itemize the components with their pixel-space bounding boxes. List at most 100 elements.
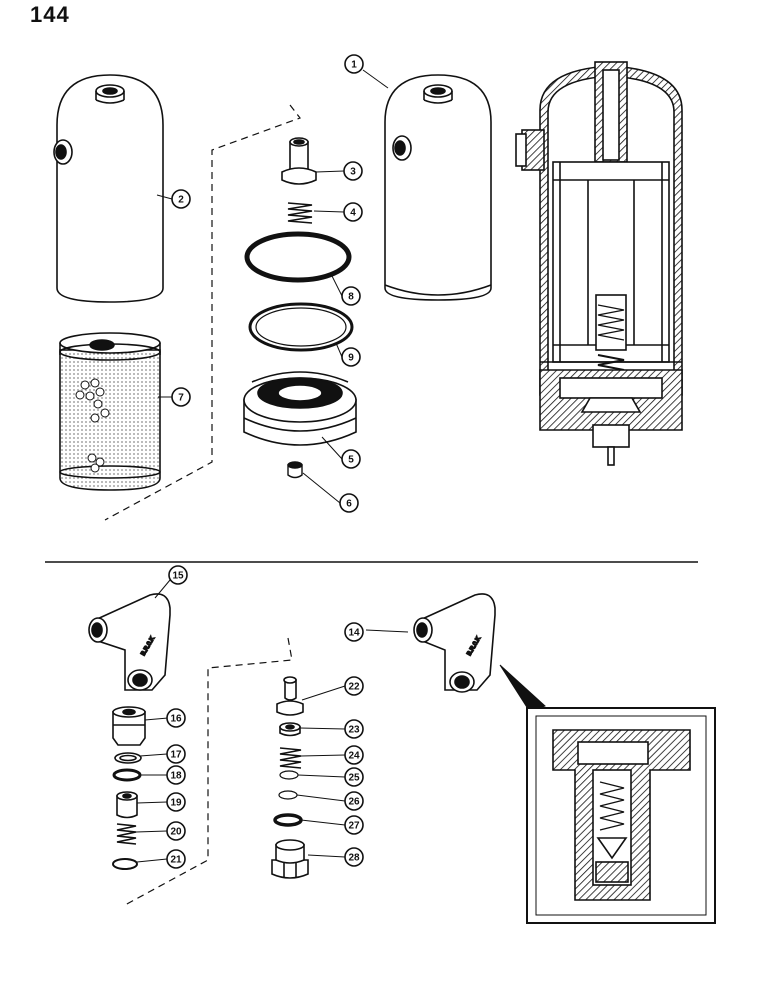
callout-circle — [166, 792, 186, 812]
callout-number: 5 — [348, 455, 354, 466]
bottom-leader-lines — [135, 579, 409, 863]
callout-17: 17 — [166, 744, 186, 764]
drain-plug — [287, 461, 303, 479]
callout-number: 9 — [348, 353, 354, 364]
callout-18: 18 — [166, 765, 186, 785]
disc-26 — [278, 790, 298, 800]
callout-number: 4 — [350, 208, 356, 219]
callout-circle — [344, 719, 364, 739]
tee-fitting-left: B.R.0.K — [88, 593, 171, 691]
callout-9: 9 — [341, 347, 361, 367]
callout-number: 19 — [170, 798, 182, 809]
callout-circle — [166, 765, 186, 785]
callout-circle — [344, 767, 364, 787]
callout-number: 18 — [170, 771, 182, 782]
callout-number: 17 — [170, 750, 182, 761]
callout-21: 21 — [166, 849, 186, 869]
callout-number: 20 — [170, 827, 182, 838]
callout-circle — [171, 387, 191, 407]
filter-housing-left — [53, 74, 164, 303]
callout-number: 22 — [348, 682, 360, 693]
dashed-leader-top — [104, 104, 301, 521]
relief-valve — [281, 137, 317, 185]
tee-fitting-right: B.R.0.K — [413, 593, 496, 693]
callout-number: 21 — [170, 855, 182, 866]
callout-circle — [344, 676, 364, 696]
callout-28: 28 — [344, 847, 364, 867]
plunger — [276, 676, 304, 716]
callout-circle — [166, 708, 186, 728]
seal-ring — [248, 302, 354, 352]
valve-body — [112, 706, 146, 746]
disc-25 — [279, 770, 299, 780]
spring-24 — [279, 747, 302, 769]
callout-20: 20 — [166, 821, 186, 841]
callout-number: 23 — [348, 725, 360, 736]
large-o-ring — [244, 231, 352, 283]
callout-circle — [344, 847, 364, 867]
callout-16: 16 — [166, 708, 186, 728]
callout-circle — [166, 849, 186, 869]
o-ring-18 — [112, 768, 142, 782]
callout-number: 16 — [170, 714, 182, 725]
callout-2: 2 — [171, 189, 191, 209]
callout-23: 23 — [344, 719, 364, 739]
callout-26: 26 — [344, 791, 364, 811]
filter-cross-section — [515, 61, 683, 466]
callout-circle — [166, 744, 186, 764]
callout-circle — [344, 745, 364, 765]
callout-number: 14 — [348, 628, 360, 639]
callout-6: 6 — [339, 493, 359, 513]
callout-3: 3 — [343, 161, 363, 181]
valve-spring — [287, 202, 313, 224]
callout-circle — [344, 815, 364, 835]
callout-8: 8 — [341, 286, 361, 306]
callout-7: 7 — [171, 387, 191, 407]
filter-housing-center — [384, 74, 492, 301]
callout-24: 24 — [344, 745, 364, 765]
callout-circle — [341, 347, 361, 367]
callout-number: 28 — [348, 853, 360, 864]
detail-pointer — [499, 664, 546, 713]
page-number: 144 — [30, 2, 70, 27]
callout-number: 3 — [350, 167, 356, 178]
callout-15: 15 — [168, 565, 188, 585]
filter-base — [243, 371, 357, 446]
dashed-leader-bottom — [124, 637, 293, 906]
callout-number: 27 — [348, 821, 360, 832]
valve-poppet — [116, 791, 138, 819]
callout-1: 1 — [344, 54, 364, 74]
callout-27: 27 — [344, 815, 364, 835]
callout-circle — [341, 449, 361, 469]
callout-5: 5 — [341, 449, 361, 469]
spring-20 — [116, 823, 137, 845]
callout-number: 8 — [348, 292, 354, 303]
callout-circle — [344, 791, 364, 811]
callout-circle — [168, 565, 188, 585]
retainer — [279, 722, 301, 737]
callout-number: 2 — [178, 195, 184, 206]
callout-4: 4 — [343, 202, 363, 222]
callout-number: 25 — [348, 773, 360, 784]
callout-19: 19 — [166, 792, 186, 812]
callout-number: 24 — [348, 751, 360, 762]
detail-inset — [526, 707, 716, 924]
callout-number: 15 — [172, 571, 184, 582]
callout-circle — [343, 202, 363, 222]
callout-22: 22 — [344, 676, 364, 696]
hex-plug — [271, 839, 309, 879]
o-ring-27 — [273, 813, 303, 827]
top-leader-lines — [156, 69, 389, 504]
filter-element — [59, 332, 161, 491]
callout-number: 7 — [178, 393, 184, 404]
callout-number: 1 — [351, 60, 357, 71]
callout-number: 6 — [346, 499, 352, 510]
callout-circle — [344, 54, 364, 74]
washer-17 — [114, 752, 142, 764]
callout-25: 25 — [344, 767, 364, 787]
callout-circle — [343, 161, 363, 181]
callout-circle — [341, 286, 361, 306]
o-ring-21 — [112, 858, 138, 870]
